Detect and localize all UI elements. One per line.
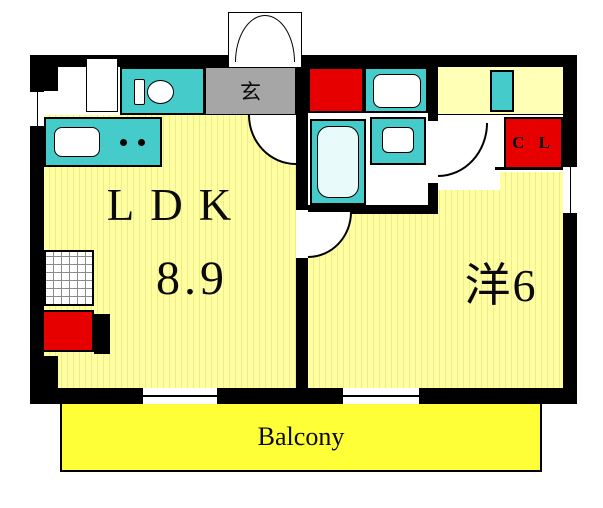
bathroom-bottom-wall xyxy=(296,205,438,214)
washbasin-icon xyxy=(382,127,414,153)
entrance-hall: 玄 xyxy=(205,67,296,115)
balcony-window-right xyxy=(342,388,420,404)
bathtub-icon xyxy=(317,126,359,198)
utility-red-block xyxy=(308,67,364,113)
closet-block: C L xyxy=(504,117,563,169)
sink-icon xyxy=(54,127,100,157)
closet-label: C L xyxy=(512,133,555,152)
kitchen-counter xyxy=(44,117,162,167)
fixture-slot xyxy=(490,70,514,112)
pipe-space-red-block xyxy=(36,310,94,352)
bottom-wall xyxy=(30,388,577,404)
door-opening-ldk xyxy=(296,210,308,258)
ldk-label: LDK xyxy=(62,176,292,234)
western-room-text: 洋6 xyxy=(464,260,538,311)
balcony-label: Balcony xyxy=(257,422,345,451)
corner-block-topleft xyxy=(30,55,58,91)
ldk-size-text: 8.9 xyxy=(156,251,228,305)
wall-stub xyxy=(94,314,110,354)
closet-bottom-wall xyxy=(495,167,563,170)
grid-hatch-icon xyxy=(44,250,94,306)
ldk-label-text: LDK xyxy=(106,180,248,230)
stove-burner-2-icon xyxy=(138,139,145,146)
washbasin xyxy=(370,117,426,165)
right-wall xyxy=(563,55,577,388)
stove-burners-icon xyxy=(120,139,127,146)
bathtub xyxy=(310,119,366,205)
washing-machine-icon xyxy=(373,74,421,108)
left-window xyxy=(30,91,44,127)
door-opening-western xyxy=(428,121,438,183)
left-wall xyxy=(30,55,44,388)
toilet-icon xyxy=(134,79,145,105)
entry-storage-box xyxy=(86,58,118,112)
balcony-window-left xyxy=(142,388,218,404)
ldk-size-label: 8.9 xyxy=(92,246,292,310)
corner-block-bottomleft xyxy=(30,356,58,388)
western-room-label: 洋6 xyxy=(438,250,564,314)
entrance-label: 玄 xyxy=(240,80,261,104)
washing-machine xyxy=(364,67,428,113)
balcony: Balcony xyxy=(60,404,542,472)
toilet-bowl-icon xyxy=(147,80,174,104)
right-window xyxy=(563,166,577,214)
toilet-room xyxy=(120,67,205,115)
